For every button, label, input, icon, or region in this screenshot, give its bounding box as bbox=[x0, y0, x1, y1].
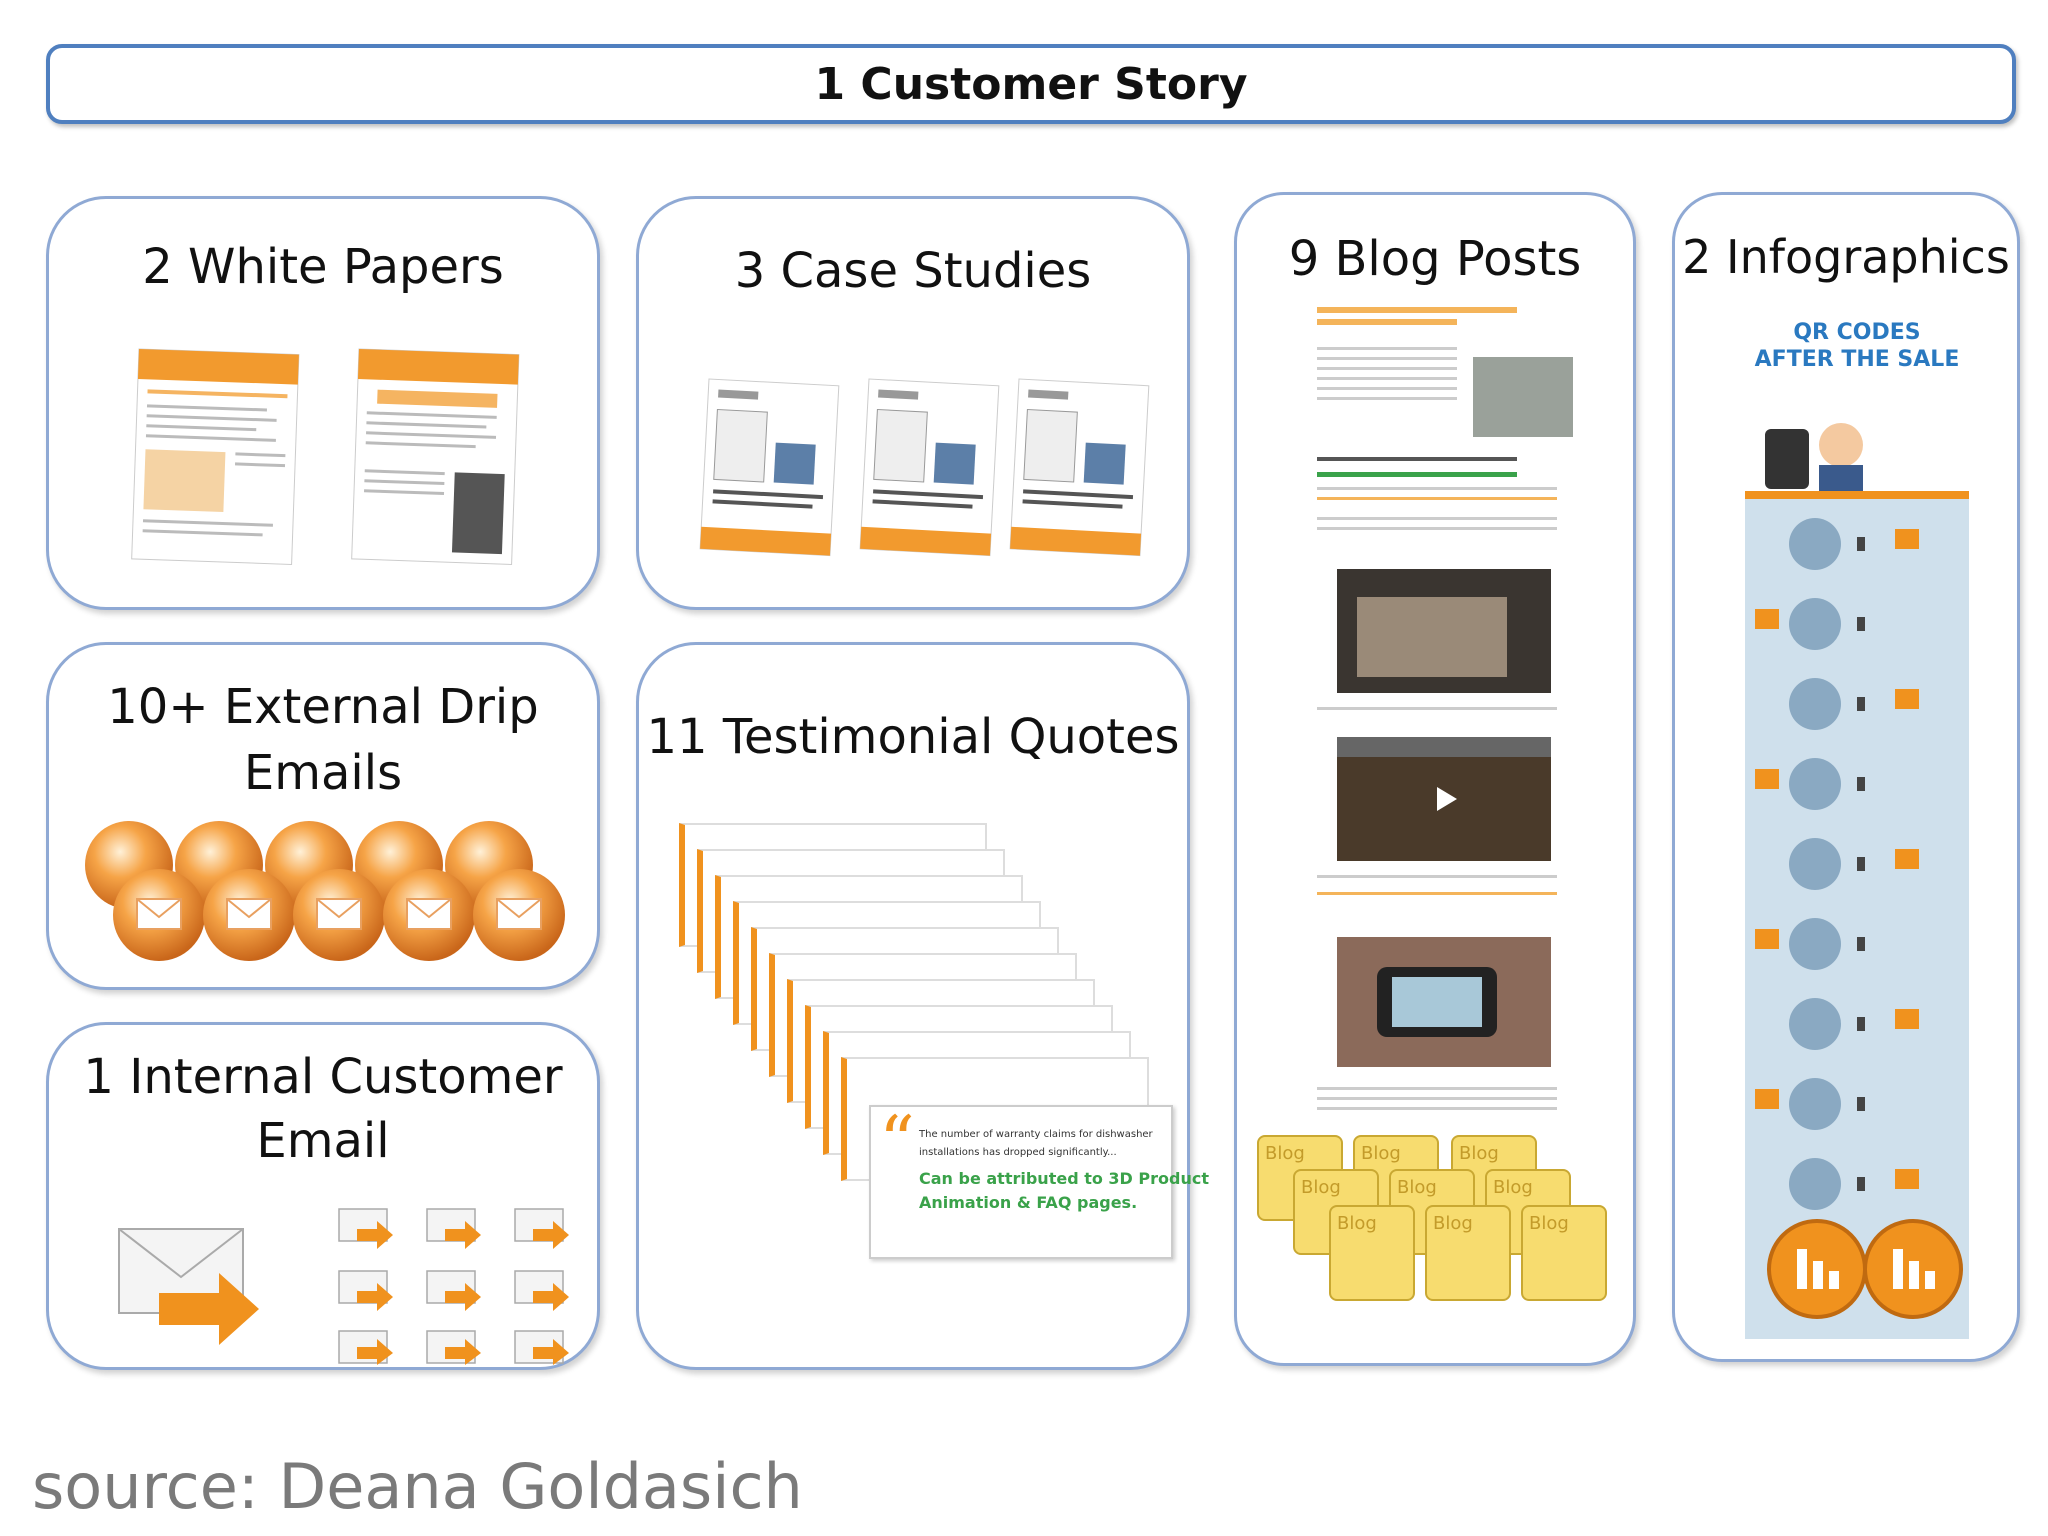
banner-title: 1 Customer Story bbox=[814, 58, 1248, 110]
blog-note-icon: Blog bbox=[1521, 1205, 1607, 1301]
internal-email-title-line2: Email bbox=[256, 1113, 390, 1169]
infographic-illustration bbox=[1745, 399, 1969, 1319]
white-paper-thumbnails bbox=[131, 348, 520, 565]
infographics-title: 2 Infographics bbox=[1682, 230, 2010, 284]
blog-note-label: Blog bbox=[1493, 1177, 1533, 1198]
quote-highlight-line2: Animation & FAQ pages. bbox=[919, 1193, 1138, 1212]
testimonial-card-stack: “ The number of warranty claims for dish… bbox=[679, 823, 1209, 1363]
blog-posts-box: 9 Blog Posts Blog Blog Blog Blog Blog Bl… bbox=[1234, 192, 1636, 1366]
case-studies-box: 3 Case Studies bbox=[636, 196, 1190, 610]
testimonials-title: 11 Testimonial Quotes bbox=[646, 709, 1180, 765]
drip-email-icons bbox=[85, 821, 565, 961]
blog-note-label: Blog bbox=[1433, 1213, 1473, 1234]
white-papers-box: 2 White Papers bbox=[46, 196, 600, 610]
quote-mark-icon: “ bbox=[879, 1101, 915, 1183]
blog-note-label: Blog bbox=[1265, 1143, 1305, 1164]
blog-note-label: Blog bbox=[1459, 1143, 1499, 1164]
blog-posts-title: 9 Blog Posts bbox=[1288, 231, 1582, 287]
blog-note-label: Blog bbox=[1301, 1177, 1341, 1198]
quote-text-line2: installations has dropped significantly.… bbox=[919, 1147, 1117, 1158]
drip-emails-title-line1: 10+ External Drip bbox=[107, 679, 539, 735]
infographic-strip: QR CODES AFTER THE SALE bbox=[1745, 309, 1969, 1339]
quote-highlight-line1: Can be attributed to 3D Product bbox=[919, 1169, 1209, 1188]
white-papers-title: 2 White Papers bbox=[142, 239, 504, 295]
source-caption: source: Deana Goldasich bbox=[32, 1450, 803, 1523]
internal-email-title-line1: 1 Internal Customer bbox=[83, 1049, 563, 1105]
internal-email-icons bbox=[118, 1208, 569, 1365]
blog-post-screenshot bbox=[1317, 307, 1573, 1110]
quote-text-line1: The number of warranty claims for dishwa… bbox=[919, 1129, 1153, 1140]
infographic-header-line1: QR CODES bbox=[1793, 320, 1921, 345]
drip-emails-box: 10+ External Drip Emails bbox=[46, 642, 600, 990]
case-studies-title: 3 Case Studies bbox=[734, 243, 1092, 299]
drip-emails-title-line2: Emails bbox=[243, 745, 403, 801]
infographic-header: QR CODES AFTER THE SALE bbox=[1745, 309, 1969, 399]
testimonials-box: 11 Testimonial Quotes “ The number of wa… bbox=[636, 642, 1209, 1370]
internal-email-box: 1 Internal Customer Email bbox=[46, 1022, 600, 1370]
infographic-header-line2: AFTER THE SALE bbox=[1754, 347, 1960, 372]
customer-story-banner: 1 Customer Story bbox=[46, 44, 2016, 124]
blog-note-icon: Blog bbox=[1425, 1205, 1511, 1301]
blog-note-label: Blog bbox=[1337, 1213, 1377, 1234]
blog-note-label: Blog bbox=[1397, 1177, 1437, 1198]
testimonial-card-front: “ The number of warranty claims for dish… bbox=[869, 1101, 1209, 1259]
case-study-thumbnails bbox=[699, 378, 1150, 557]
infographics-box: 2 Infographics QR CODES AFTER THE SALE bbox=[1672, 192, 2020, 1362]
blog-note-label: Blog bbox=[1529, 1213, 1569, 1234]
blog-notes-stack: Blog Blog Blog Blog Blog Blog Blog Blog … bbox=[1257, 1135, 1627, 1335]
blog-note-icon: Blog bbox=[1329, 1205, 1415, 1301]
large-forward-email-icon bbox=[118, 1228, 259, 1345]
blog-note-label: Blog bbox=[1361, 1143, 1401, 1164]
